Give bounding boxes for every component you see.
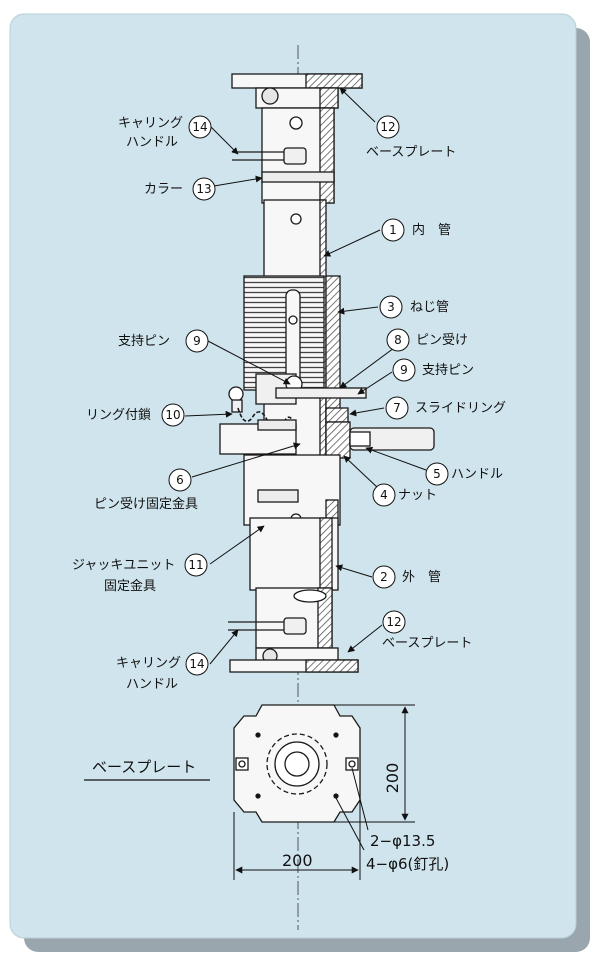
dimensions [233, 704, 415, 880]
callout-9-left: 9 [193, 334, 201, 348]
label-base-plate-bottom: ベースプレート [382, 636, 472, 651]
plan-title: ベースプレート [92, 758, 196, 776]
callout-1: 1 [389, 223, 397, 237]
callout-5: 5 [433, 467, 441, 481]
label-jack-unit-1: ジャッキユニット [72, 558, 175, 573]
base-plate-plan [233, 704, 361, 823]
callout-3: 3 [387, 300, 395, 314]
label-jack-unit-2: 固定金具 [104, 578, 156, 594]
collar [261, 171, 335, 183]
callout-12-top: 12 [380, 120, 395, 134]
callout-14-bottom: 14 [189, 657, 204, 671]
label-handle: ハンドル [451, 467, 503, 482]
callout-9-right: 9 [400, 363, 408, 377]
support-pin [275, 387, 367, 399]
label-carrying-handle-top-1: キャリング [118, 116, 183, 131]
callout-2: 2 [380, 570, 388, 584]
thread-pipe [243, 275, 325, 391]
label-collar: カラー [144, 182, 183, 197]
jack-assembly [219, 73, 435, 673]
callout-10: 10 [165, 408, 180, 422]
label-support-pin-right: 支持ピン [422, 363, 474, 378]
callouts [161, 115, 449, 676]
label-pin-bracket: ピン受け固定金具 [94, 496, 198, 512]
dim-height: 200 [383, 763, 402, 794]
leaders [184, 87, 427, 665]
label-base-plate-top: ベースプレート [366, 145, 456, 160]
callout-14-top: 14 [192, 120, 207, 134]
label-slide-ring: スライドリング [415, 401, 506, 416]
callout-11: 11 [188, 558, 203, 572]
slide-ring [325, 407, 349, 423]
hole-large: 2−φ13.5 [370, 832, 435, 850]
callout-7: 7 [393, 401, 401, 415]
callout-4: 4 [380, 488, 388, 502]
label-nut: ナット [398, 488, 437, 503]
label-support-pin-left: 支持ピン [118, 334, 170, 349]
callout-6: 6 [176, 473, 184, 487]
label-carrying-handle-bottom-2: ハンドル [126, 677, 178, 692]
label-chain: リング付鎖 [86, 407, 151, 423]
label-pin-receiver: ピン受け [416, 333, 468, 348]
dim-width: 200 [282, 851, 313, 870]
label-outer-tube: 外 管 [402, 570, 441, 585]
label-thread-pipe: ねじ管 [410, 300, 449, 315]
label-inner-pipe: 内 管 [412, 222, 451, 238]
label-carrying-handle-top-2: ハンドル [126, 135, 178, 150]
callout-12-bottom: 12 [386, 615, 401, 629]
hole-small: 4−φ6(釘孔) [366, 855, 449, 873]
callout-13: 13 [196, 182, 211, 196]
label-carrying-handle-bottom-1: キャリング [116, 656, 181, 671]
nut [325, 421, 351, 459]
callout-8: 8 [394, 333, 402, 347]
